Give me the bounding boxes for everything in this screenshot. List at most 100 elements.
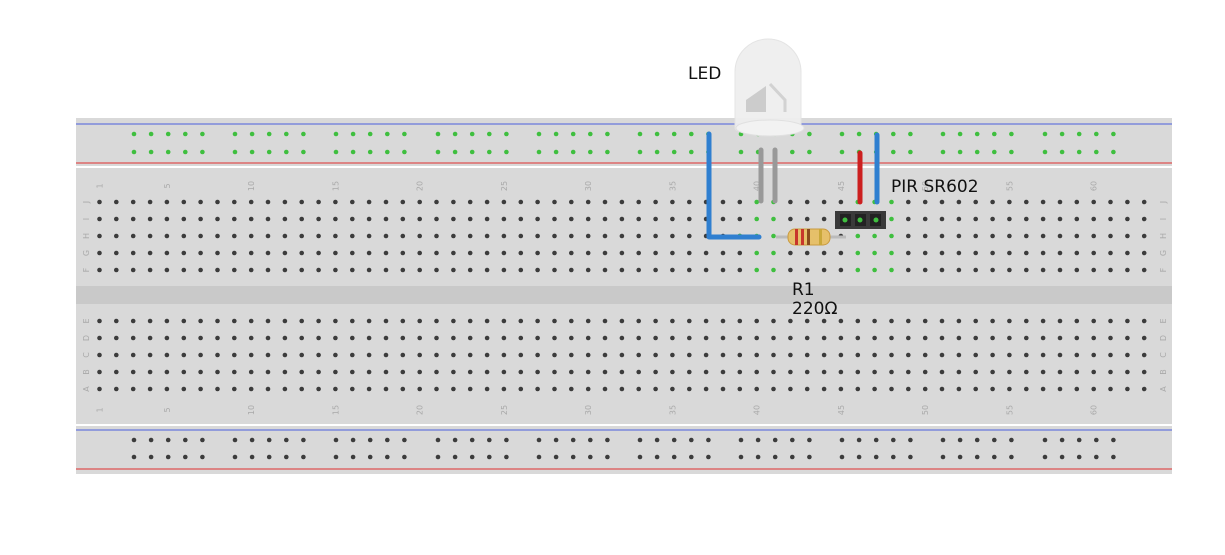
rail-hole[interactable] — [856, 131, 862, 137]
rail-hole[interactable] — [469, 437, 475, 443]
terminal-hole[interactable] — [703, 267, 709, 273]
terminal-hole[interactable] — [299, 250, 305, 256]
rail-hole[interactable] — [148, 454, 154, 460]
rail-hole[interactable] — [266, 437, 272, 443]
terminal-hole[interactable] — [215, 199, 220, 205]
terminal-hole[interactable] — [451, 318, 456, 324]
terminal-hole[interactable] — [855, 318, 861, 324]
terminal-hole[interactable] — [956, 352, 962, 358]
terminal-hole[interactable] — [333, 199, 338, 205]
terminal-hole[interactable] — [265, 369, 271, 375]
terminal-hole[interactable] — [232, 199, 237, 205]
rail-hole[interactable] — [755, 454, 761, 460]
terminal-hole[interactable] — [552, 216, 557, 222]
terminal-hole[interactable] — [518, 318, 524, 324]
terminal-hole[interactable] — [316, 352, 321, 358]
terminal-hole[interactable] — [602, 216, 608, 222]
terminal-hole[interactable] — [821, 352, 827, 358]
terminal-hole[interactable] — [350, 199, 355, 205]
terminal-hole[interactable] — [366, 335, 372, 341]
terminal-hole[interactable] — [602, 352, 608, 358]
rail-hole[interactable] — [588, 454, 593, 460]
rail-hole[interactable] — [706, 454, 711, 460]
terminal-hole[interactable] — [316, 369, 321, 375]
terminal-hole[interactable] — [1091, 335, 1096, 341]
terminal-hole[interactable] — [973, 199, 978, 205]
terminal-hole[interactable] — [215, 386, 220, 392]
rail-hole[interactable] — [605, 454, 610, 460]
terminal-hole[interactable] — [383, 233, 389, 239]
terminal-hole[interactable] — [484, 199, 490, 205]
terminal-hole[interactable] — [804, 352, 810, 358]
terminal-hole[interactable] — [282, 369, 288, 375]
terminal-hole[interactable] — [973, 369, 978, 375]
terminal-hole[interactable] — [636, 267, 641, 273]
terminal-hole[interactable] — [1057, 199, 1063, 205]
terminal-hole[interactable] — [265, 233, 271, 239]
rail-hole[interactable] — [249, 149, 255, 155]
rail-hole[interactable] — [232, 149, 238, 155]
terminal-hole[interactable] — [316, 267, 321, 273]
terminal-hole[interactable] — [1125, 250, 1130, 256]
terminal-hole[interactable] — [400, 216, 406, 222]
terminal-hole[interactable] — [417, 250, 423, 256]
terminal-hole[interactable] — [467, 267, 473, 273]
terminal-hole[interactable] — [282, 199, 288, 205]
terminal-hole[interactable] — [636, 199, 641, 205]
terminal-hole[interactable] — [821, 335, 827, 341]
terminal-hole[interactable] — [720, 318, 726, 324]
terminal-hole[interactable] — [417, 199, 423, 205]
terminal-hole[interactable] — [484, 216, 490, 222]
rail-hole[interactable] — [504, 149, 509, 155]
terminal-hole[interactable] — [720, 216, 726, 222]
terminal-hole[interactable] — [872, 233, 877, 239]
terminal-hole[interactable] — [299, 199, 305, 205]
terminal-hole[interactable] — [400, 352, 406, 358]
terminal-hole[interactable] — [535, 369, 540, 375]
rail-hole[interactable] — [807, 437, 812, 443]
rail-hole[interactable] — [1009, 454, 1014, 460]
terminal-hole[interactable] — [838, 199, 844, 205]
terminal-hole[interactable] — [451, 233, 456, 239]
terminal-hole[interactable] — [788, 250, 793, 256]
rail-hole[interactable] — [402, 131, 407, 137]
rail-hole[interactable] — [689, 437, 694, 443]
terminal-hole[interactable] — [417, 335, 423, 341]
rail-hole[interactable] — [940, 131, 946, 137]
terminal-hole[interactable] — [1024, 250, 1029, 256]
terminal-hole[interactable] — [400, 369, 406, 375]
terminal-hole[interactable] — [585, 318, 591, 324]
terminal-hole[interactable] — [703, 369, 709, 375]
terminal-hole[interactable] — [535, 318, 540, 324]
terminal-hole[interactable] — [114, 250, 119, 256]
terminal-hole[interactable] — [889, 369, 894, 375]
rail-hole[interactable] — [200, 454, 205, 460]
terminal-hole[interactable] — [147, 335, 153, 341]
rail-hole[interactable] — [1094, 437, 1099, 443]
terminal-hole[interactable] — [990, 386, 995, 392]
rail-hole[interactable] — [637, 131, 643, 137]
terminal-hole[interactable] — [1074, 233, 1080, 239]
terminal-hole[interactable] — [535, 352, 540, 358]
terminal-hole[interactable] — [383, 335, 389, 341]
terminal-hole[interactable] — [855, 369, 861, 375]
terminal-hole[interactable] — [1125, 233, 1130, 239]
terminal-hole[interactable] — [417, 369, 423, 375]
terminal-hole[interactable] — [889, 216, 894, 222]
terminal-hole[interactable] — [282, 318, 288, 324]
rail-hole[interactable] — [671, 454, 677, 460]
terminal-hole[interactable] — [602, 233, 608, 239]
rail-hole[interactable] — [1111, 454, 1116, 460]
terminal-hole[interactable] — [754, 267, 759, 273]
terminal-hole[interactable] — [889, 352, 894, 358]
rail-hole[interactable] — [807, 131, 812, 137]
rail-hole[interactable] — [1111, 437, 1116, 443]
terminal-hole[interactable] — [484, 352, 490, 358]
terminal-hole[interactable] — [467, 250, 473, 256]
rail-hole[interactable] — [266, 131, 272, 137]
terminal-hole[interactable] — [687, 369, 692, 375]
terminal-hole[interactable] — [585, 216, 591, 222]
terminal-hole[interactable] — [687, 335, 692, 341]
terminal-hole[interactable] — [939, 216, 945, 222]
terminal-hole[interactable] — [619, 335, 625, 341]
